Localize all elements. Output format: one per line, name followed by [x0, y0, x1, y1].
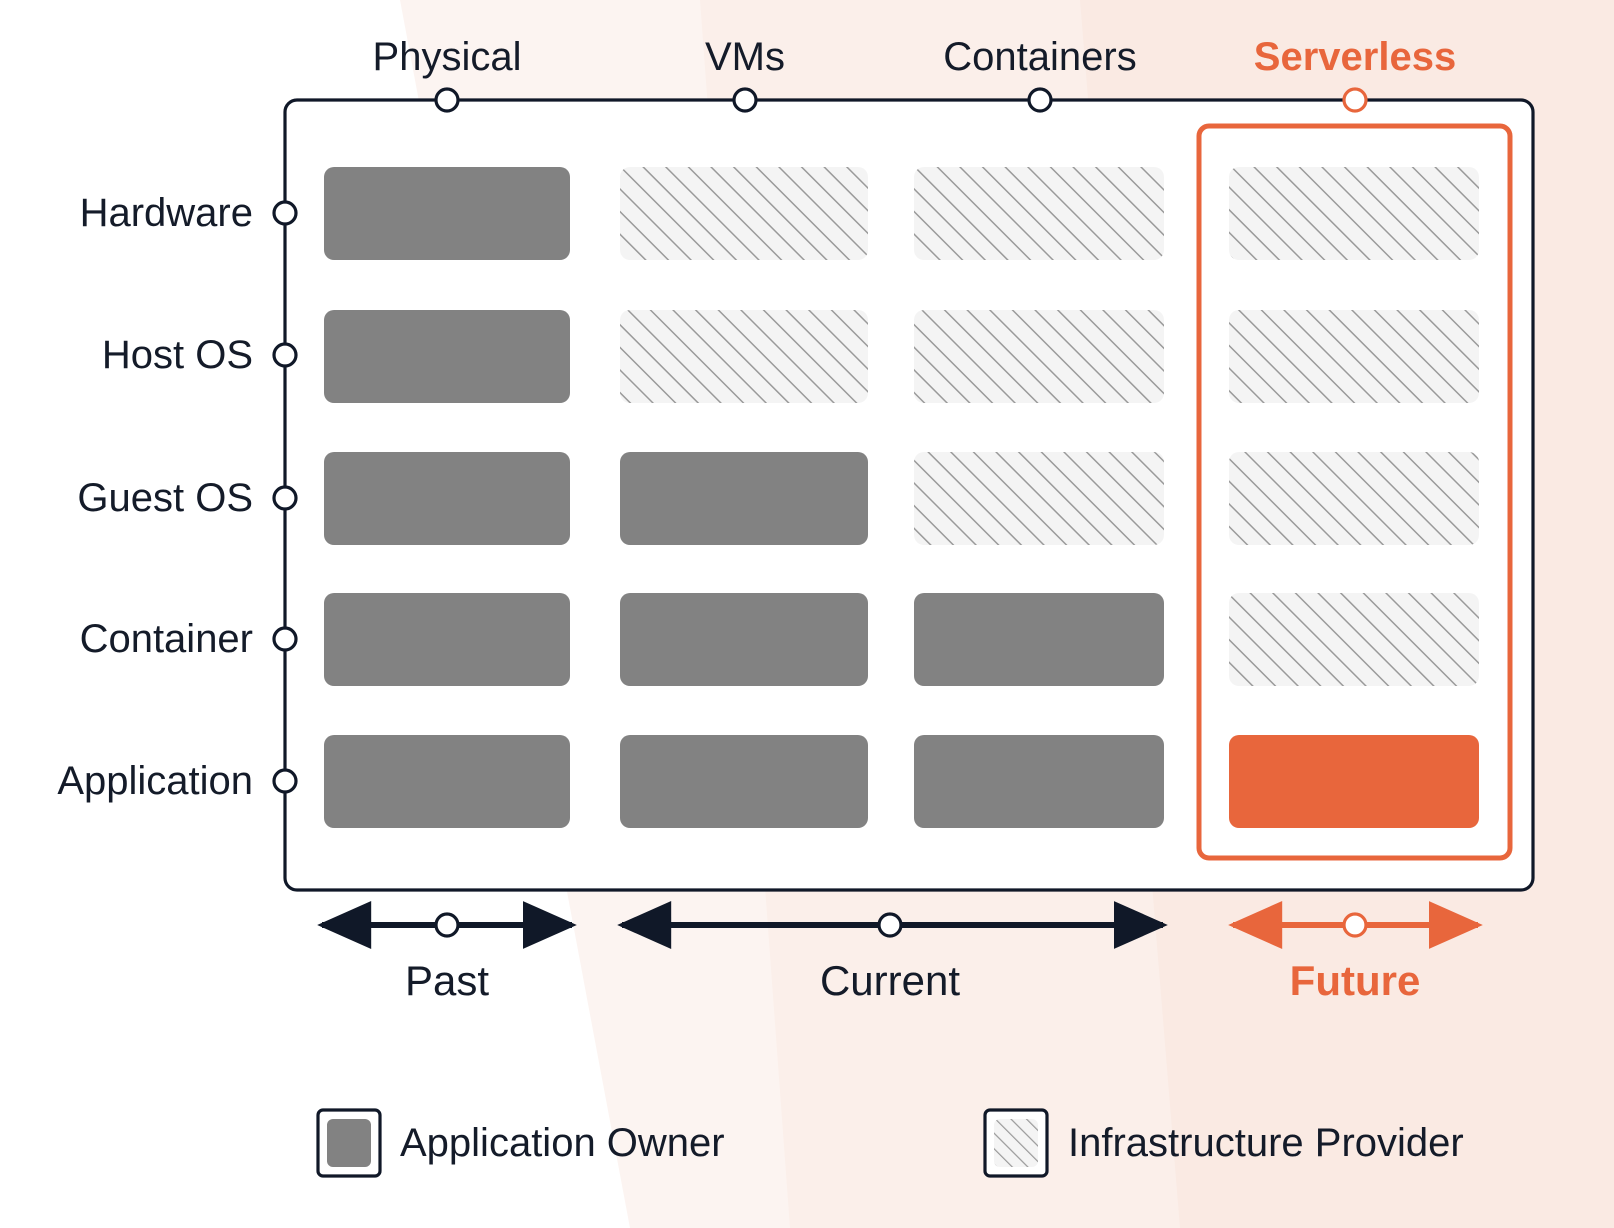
column-marker-serverless[interactable] — [1342, 87, 1368, 113]
column-marker-physical[interactable] — [434, 87, 460, 113]
cell-physical-hardware[interactable] — [324, 167, 570, 260]
cell-physical-host-os[interactable] — [324, 310, 570, 403]
era-label-current: Current — [819, 957, 961, 1004]
row-marker-host-os[interactable] — [272, 342, 298, 368]
cell-containers-application[interactable] — [914, 735, 1164, 828]
era-marker-past[interactable] — [434, 912, 460, 938]
row-marker-application[interactable] — [272, 768, 298, 794]
cell-serverless-host-os[interactable] — [1229, 310, 1479, 403]
era-marker-current[interactable] — [877, 912, 903, 938]
era-arrow-past — [317, 901, 577, 949]
cell-serverless-application[interactable] — [1229, 735, 1479, 828]
era-label-future: Future — [1289, 957, 1421, 1004]
cell-physical-guest-os[interactable] — [324, 452, 570, 545]
legend-swatch-infrastructure-provider — [983, 1108, 1049, 1178]
column-marker-containers[interactable] — [1027, 87, 1053, 113]
legend-label-application-owner: Application Owner — [400, 1121, 725, 1165]
cell-serverless-guest-os[interactable] — [1229, 452, 1479, 545]
cell-serverless-hardware[interactable] — [1229, 167, 1479, 260]
row-header-host-os: Host OS — [101, 333, 253, 377]
row-header-hardware: Hardware — [79, 191, 253, 235]
row-marker-guest-os[interactable] — [272, 485, 298, 511]
row-header-application: Application — [57, 759, 253, 803]
cell-containers-hardware[interactable] — [914, 167, 1164, 260]
legend-label-infrastructure-provider: Infrastructure Provider — [1068, 1121, 1464, 1165]
row-header-guest-os: Guest OS — [77, 476, 253, 520]
column-header-vms: VMs — [705, 35, 785, 79]
cell-vms-hardware[interactable] — [620, 167, 868, 260]
cell-vms-application[interactable] — [620, 735, 868, 828]
column-header-serverless: Serverless — [1253, 35, 1457, 79]
row-header-container: Container — [79, 617, 253, 661]
row-marker-hardware[interactable] — [272, 200, 298, 226]
cell-containers-host-os[interactable] — [914, 310, 1164, 403]
era-arrow-current — [617, 901, 1168, 949]
cell-vms-guest-os[interactable] — [620, 452, 868, 545]
cell-physical-application[interactable] — [324, 735, 570, 828]
cell-vms-host-os[interactable] — [620, 310, 868, 403]
era-label-past: Past — [404, 957, 490, 1004]
era-marker-future[interactable] — [1342, 912, 1368, 938]
column-marker-vms[interactable] — [732, 87, 758, 113]
legend-swatch-application-owner — [316, 1108, 382, 1178]
column-header-physical: Physical — [372, 35, 522, 79]
cell-vms-container[interactable] — [620, 593, 868, 686]
row-marker-container[interactable] — [272, 626, 298, 652]
column-header-containers: Containers — [943, 35, 1137, 79]
cell-serverless-container[interactable] — [1229, 593, 1479, 686]
cell-containers-guest-os[interactable] — [914, 452, 1164, 545]
cell-physical-container[interactable] — [324, 593, 570, 686]
cell-containers-container[interactable] — [914, 593, 1164, 686]
era-arrow-future — [1228, 901, 1483, 949]
